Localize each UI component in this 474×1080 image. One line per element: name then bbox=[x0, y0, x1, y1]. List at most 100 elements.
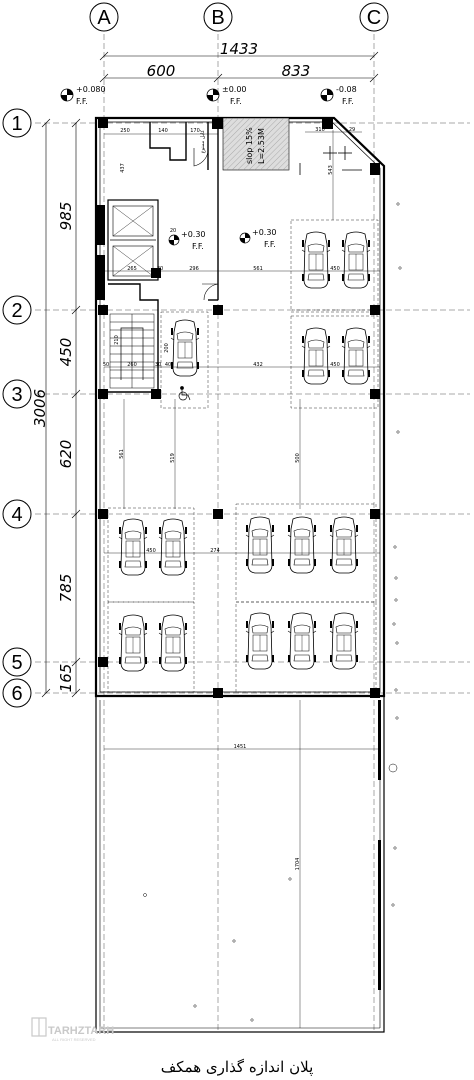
svg-text:30: 30 bbox=[157, 266, 163, 272]
svg-text:450: 450 bbox=[330, 362, 340, 368]
svg-text:-0.08: -0.08 bbox=[336, 85, 357, 94]
top-dimensions bbox=[99, 51, 379, 83]
grid-bubble-A: A bbox=[89, 2, 119, 32]
dim-top-total: 1433 bbox=[220, 40, 258, 58]
svg-text:519: 519 bbox=[170, 453, 176, 463]
site-dots bbox=[143, 202, 402, 1022]
wheelchair-icon bbox=[178, 386, 191, 401]
svg-text:296: 296 bbox=[189, 266, 199, 272]
svg-text:+0.30: +0.30 bbox=[252, 228, 277, 237]
dim-side-56: 165 bbox=[57, 664, 75, 693]
svg-text:543: 543 bbox=[328, 165, 334, 175]
grid-bubble-5: 5 bbox=[2, 647, 32, 677]
svg-text:TARHZTARH: TARHZTARH bbox=[48, 1025, 114, 1037]
car-10 bbox=[245, 516, 275, 574]
inner-dimension-labels: 250 140 170 437 20 296 561 450 265 30 50… bbox=[103, 127, 355, 870]
car-9 bbox=[158, 614, 188, 672]
svg-text:F.F.: F.F. bbox=[76, 97, 88, 106]
inner-dim-lines bbox=[104, 130, 380, 1028]
entrance-marks bbox=[299, 146, 362, 175]
car-11 bbox=[287, 516, 317, 574]
svg-text:274: 274 bbox=[210, 548, 220, 554]
car-12 bbox=[329, 516, 359, 574]
parked-cars bbox=[118, 231, 371, 672]
dim-top-ab: 600 bbox=[147, 62, 176, 80]
svg-text:500: 500 bbox=[295, 453, 301, 463]
stair bbox=[109, 313, 155, 389]
svg-text:1704: 1704 bbox=[295, 858, 301, 871]
structural-columns bbox=[97, 118, 380, 698]
dim-side-23: 450 bbox=[57, 338, 75, 367]
svg-text:+0.080: +0.080 bbox=[76, 85, 106, 94]
doors bbox=[193, 148, 219, 301]
car-4 bbox=[341, 327, 371, 385]
level-marker-a: +0.080 F.F. bbox=[60, 85, 106, 106]
svg-text:265: 265 bbox=[127, 266, 137, 272]
svg-text:260: 260 bbox=[127, 362, 137, 368]
svg-text:561: 561 bbox=[253, 266, 263, 272]
car-3 bbox=[301, 327, 331, 385]
building-outline bbox=[94, 116, 386, 1033]
svg-text:3: 3 bbox=[11, 384, 22, 406]
car-6 bbox=[118, 518, 148, 576]
svg-text:F.F.: F.F. bbox=[230, 97, 242, 106]
svg-text:5: 5 bbox=[11, 652, 22, 674]
svg-text:C: C bbox=[367, 7, 381, 29]
svg-text:slop 15%: slop 15% bbox=[245, 127, 254, 164]
svg-text:450: 450 bbox=[330, 266, 340, 272]
svg-text:30: 30 bbox=[155, 362, 161, 368]
svg-text:20: 20 bbox=[170, 228, 176, 234]
svg-text:29: 29 bbox=[349, 127, 355, 133]
car-13 bbox=[245, 612, 275, 670]
grid-bubble-B: B bbox=[203, 2, 233, 32]
svg-text:±0.00: ±0.00 bbox=[222, 85, 247, 94]
svg-text:40: 40 bbox=[165, 362, 171, 368]
level-marker-c: -0.08 F.F. bbox=[320, 85, 357, 106]
svg-text:A: A bbox=[97, 7, 111, 29]
dim-side-34: 620 bbox=[57, 440, 75, 469]
svg-text:250: 250 bbox=[120, 128, 130, 134]
car-2 bbox=[341, 231, 371, 289]
svg-text:210: 210 bbox=[114, 335, 120, 345]
dim-top-bc: 833 bbox=[282, 62, 311, 80]
grid-bubble-C: C bbox=[359, 2, 389, 32]
drawing-caption: پلان اندازه گذاری همکف bbox=[161, 1058, 314, 1076]
svg-text:437: 437 bbox=[120, 163, 126, 173]
svg-text:+0.30: +0.30 bbox=[181, 230, 206, 239]
grid-bubble-2: 2 bbox=[2, 295, 32, 325]
level-marker-b: ±0.00 F.F. bbox=[206, 85, 247, 106]
svg-text:4: 4 bbox=[11, 504, 22, 526]
car-1 bbox=[301, 231, 331, 289]
car-8 bbox=[118, 614, 148, 672]
left-dimensions bbox=[41, 118, 81, 698]
svg-text:2: 2 bbox=[11, 300, 22, 322]
ramp: slop 15% L=2.53M bbox=[222, 117, 290, 171]
svg-text:ALL RIGHT RESERVED: ALL RIGHT RESERVED bbox=[52, 1037, 96, 1042]
svg-text:170: 170 bbox=[190, 128, 200, 134]
svg-text:6: 6 bbox=[11, 683, 22, 705]
grid-bubble-4: 4 bbox=[2, 499, 32, 529]
level-marker-e: +0.30 F.F. bbox=[239, 228, 277, 249]
svg-text:50: 50 bbox=[103, 362, 109, 368]
svg-text:450: 450 bbox=[146, 548, 156, 554]
svg-text:200: 200 bbox=[164, 343, 170, 353]
svg-text:L=2.53M: L=2.53M bbox=[257, 128, 266, 164]
svg-text:1451: 1451 bbox=[234, 744, 247, 750]
grid-bubble-6: 6 bbox=[2, 678, 32, 708]
svg-text:561: 561 bbox=[119, 449, 125, 459]
grid-bubble-1: 1 bbox=[2, 108, 32, 138]
svg-text:140: 140 bbox=[158, 128, 168, 134]
svg-text:310: 310 bbox=[315, 127, 325, 133]
car-5 bbox=[170, 319, 200, 377]
svg-text:B: B bbox=[211, 7, 224, 29]
internal-walls bbox=[100, 122, 219, 393]
svg-text:1: 1 bbox=[11, 113, 22, 135]
svg-text:F.F.: F.F. bbox=[264, 240, 276, 249]
dim-side-total: 3006 bbox=[31, 389, 49, 427]
svg-text:432: 432 bbox=[253, 362, 263, 368]
car-15 bbox=[329, 612, 359, 670]
svg-text:F.F.: F.F. bbox=[192, 242, 204, 251]
dim-side-12: 985 bbox=[57, 202, 75, 231]
room-label: کابل ممنوع bbox=[200, 129, 206, 153]
